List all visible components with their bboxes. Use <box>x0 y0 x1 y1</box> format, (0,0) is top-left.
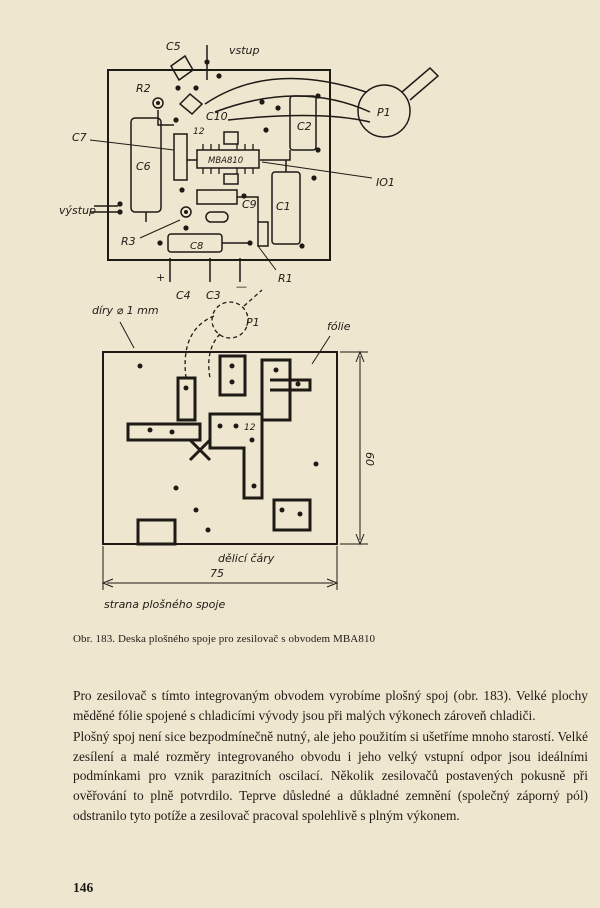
label-r1: R1 <box>278 272 293 285</box>
label-c9: C9 <box>242 198 257 211</box>
copper-trace <box>176 376 197 422</box>
trimmer-r3 <box>180 206 192 218</box>
capacitor-c7 <box>173 133 188 181</box>
pcb-board <box>102 351 338 545</box>
capacitor-c10 <box>178 92 204 116</box>
label-pin-12b: 12 <box>244 423 256 433</box>
label-folie: fólie <box>327 320 351 333</box>
label-vystup: výstup <box>59 204 96 217</box>
label-dim-75: 75 <box>210 567 224 580</box>
label-minus: — <box>236 280 247 293</box>
label-delici-cary: dělicí čáry <box>218 552 275 565</box>
copper-trace <box>126 422 202 442</box>
label-c5: C5 <box>166 40 181 53</box>
capacitor-c9 <box>196 189 238 205</box>
label-io1: IO1 <box>376 176 395 189</box>
copper-trace <box>270 378 312 392</box>
label-c8: C8 <box>190 241 203 252</box>
label-c2: C2 <box>297 120 312 133</box>
ic-mba810 <box>196 149 260 169</box>
label-plus: + <box>156 271 165 284</box>
copper-trace <box>260 358 292 422</box>
label-c7: C7 <box>72 131 87 144</box>
copper-trace <box>188 438 212 462</box>
circuit-figure: C5 vstup R2 C10 C7 C6 C2 P1 12 MBA810 IO… <box>59 40 440 611</box>
copper-trace <box>218 354 247 397</box>
copper-trace <box>136 518 177 546</box>
label-c1: C1 <box>276 200 291 213</box>
label-diry: díry ⌀ 1 mm <box>92 304 159 317</box>
label-ic: MBA810 <box>208 156 243 166</box>
label-c3: C3 <box>206 289 221 302</box>
figure-caption: Obr. 183. Deska plošného spoje pro zesil… <box>73 633 376 645</box>
copper-trace <box>208 412 264 500</box>
paragraph: Pro zesilovač s tímto integrovaným obvod… <box>73 688 588 723</box>
label-r3: R3 <box>121 235 136 248</box>
label-r2: R2 <box>136 82 151 95</box>
copper-trace <box>272 498 312 532</box>
trimmer-r2 <box>152 97 164 109</box>
label-strana: strana plošného spoje <box>104 598 225 611</box>
paragraph: Plošný spoj není sice bezpodmínečně nutn… <box>73 729 588 823</box>
potentiometer-p1 <box>357 84 411 138</box>
capacitor-c5 <box>170 54 194 82</box>
page-number: 146 <box>73 880 94 895</box>
label-p1-dashed: P1 <box>246 316 260 329</box>
label-vstup: vstup <box>229 44 260 57</box>
label-pin-12: 12 <box>193 127 205 137</box>
label-c4: C4 <box>176 289 191 302</box>
label-c10: C10 <box>206 110 228 123</box>
component-board <box>107 69 331 261</box>
body-text: Pro zesilovač s tímto integrovaným obvod… <box>73 686 588 825</box>
label-c6: C6 <box>136 160 151 173</box>
label-dim-60: 60 <box>363 452 376 466</box>
resistor-r1 <box>257 221 269 247</box>
label-p1: P1 <box>377 106 391 119</box>
